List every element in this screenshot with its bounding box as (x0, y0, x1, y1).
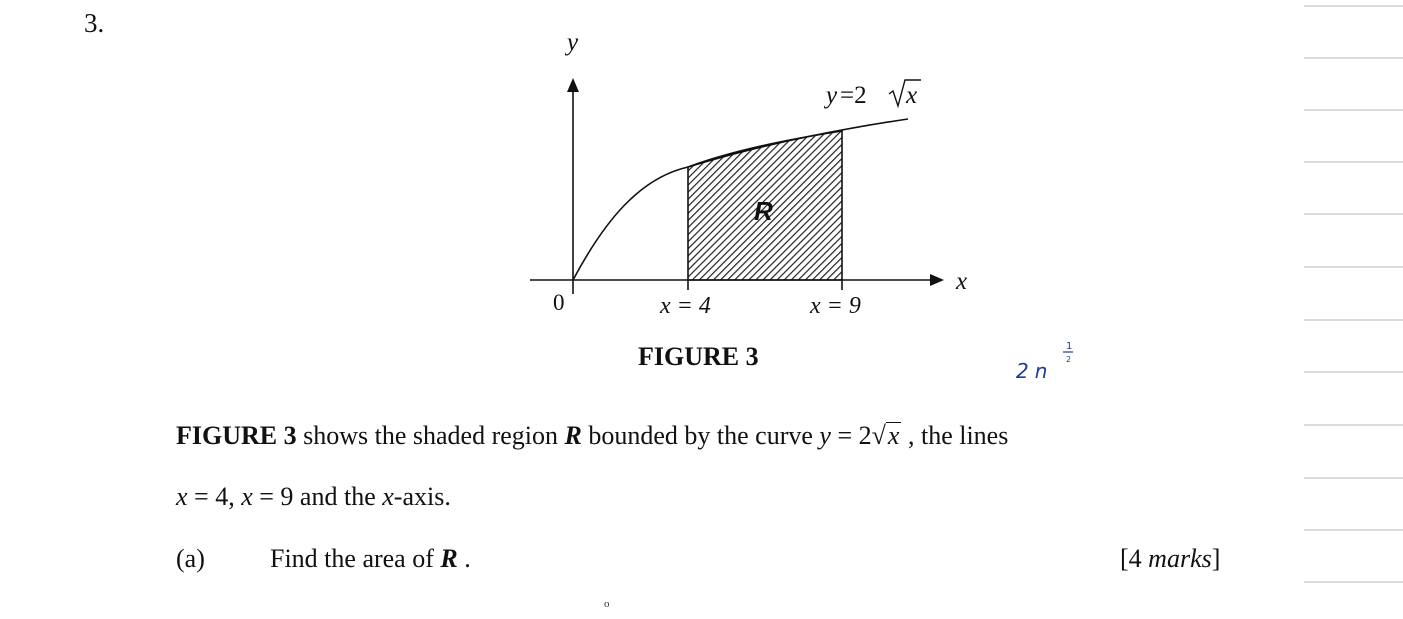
marks-allocation: [4 marks] (1120, 544, 1220, 574)
curve-y-2sqrtx (572, 118, 909, 281)
y-axis-label: y (564, 29, 579, 56)
part-a-region: R (440, 544, 458, 573)
handwritten-note: 2n 1 2 (1016, 341, 1073, 383)
equation-y: y (819, 421, 831, 450)
region-r-ref: R (564, 421, 582, 450)
line-x4-label: x = 4 (659, 293, 711, 319)
statement-line-2: x = 4, x = 9 and the x-axis. (176, 482, 451, 512)
line-eq-4: = 4, (187, 482, 242, 511)
statement-line-1: FIGURE 3 shows the shaded region R bound… (176, 421, 1009, 450)
x-axis-arrow (930, 274, 944, 286)
marks-close: ] (1211, 544, 1221, 573)
origin-label: 0 (553, 290, 565, 315)
part-a-question: Find the area of R . (270, 544, 471, 574)
handwritten-exp-num: 1 (1066, 341, 1072, 352)
figure-graph: y x 0 R x = 4 x = 9 y =2 x (530, 29, 967, 319)
curve-label-lhs: y (823, 82, 838, 109)
axis-suffix: -axis. (393, 482, 451, 511)
figure-caption: FIGURE 3 (638, 342, 759, 371)
line-x9-label: x = 9 (809, 293, 861, 319)
stray-mark: o (604, 598, 610, 610)
marks-word: marks (1148, 544, 1212, 573)
region-label: R (754, 196, 773, 226)
equation-mid: = 2 (830, 421, 872, 450)
statement-text-a: shows the shaded region (296, 421, 565, 450)
y-axis-arrow (567, 78, 579, 92)
statement-text-c: , the lines (901, 421, 1009, 450)
handwritten-base: 2n (1016, 359, 1053, 383)
question-number: 3. (84, 8, 105, 38)
ruled-lines (1304, 5, 1403, 583)
handwritten-exp-den: 2 (1066, 355, 1071, 364)
figure-ref: FIGURE 3 (176, 421, 297, 450)
part-a-end: . (457, 544, 471, 573)
curve-label-eq: =2 (840, 82, 867, 109)
line-eq-x2: x (241, 482, 253, 511)
part-a-text: Find the area of (270, 544, 441, 573)
curve-label-radicand: x (905, 82, 917, 109)
equation-x: x (887, 421, 900, 450)
curve-label-radical (888, 79, 921, 109)
statement-text-b: bounded by the curve (581, 421, 820, 450)
axis-x-ref: x (382, 482, 394, 511)
part-a-label: (a) (176, 544, 205, 573)
line-eq-9: = 9 and the (252, 482, 383, 511)
line-eq-x1: x (176, 482, 188, 511)
x-axis-label: x (955, 268, 967, 295)
marks-open: [4 (1120, 544, 1149, 573)
